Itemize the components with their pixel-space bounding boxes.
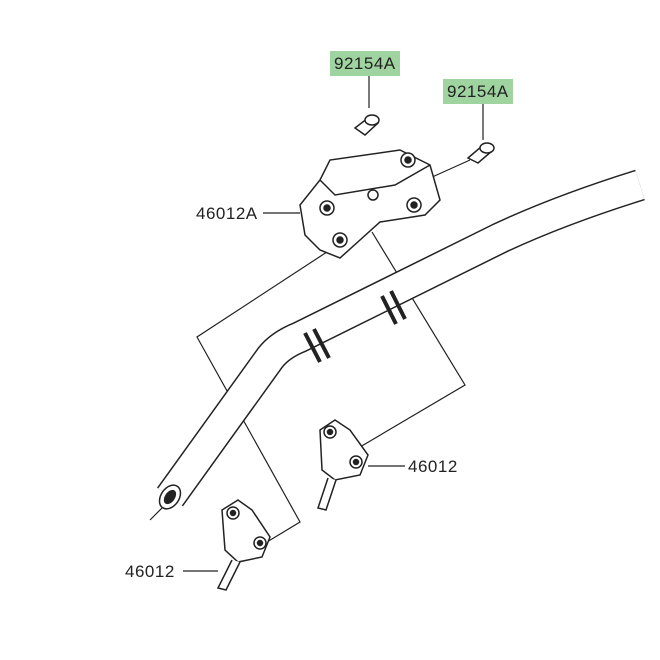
bolt-right [466, 142, 495, 164]
holder-left [216, 499, 271, 591]
handlebar [157, 169, 645, 510]
upper-clamp [299, 149, 441, 259]
part-label-46012[interactable]: 46012 [408, 457, 458, 476]
part-label-46012[interactable]: 46012 [125, 562, 175, 581]
grip-marks [303, 290, 407, 363]
part-label-92154A[interactable]: 92154A [330, 51, 400, 76]
part-label-46012A[interactable]: 46012A [196, 204, 258, 223]
bolt-left [353, 114, 380, 136]
part-label-92154A[interactable]: 92154A [443, 79, 513, 104]
holder-right [317, 419, 369, 511]
